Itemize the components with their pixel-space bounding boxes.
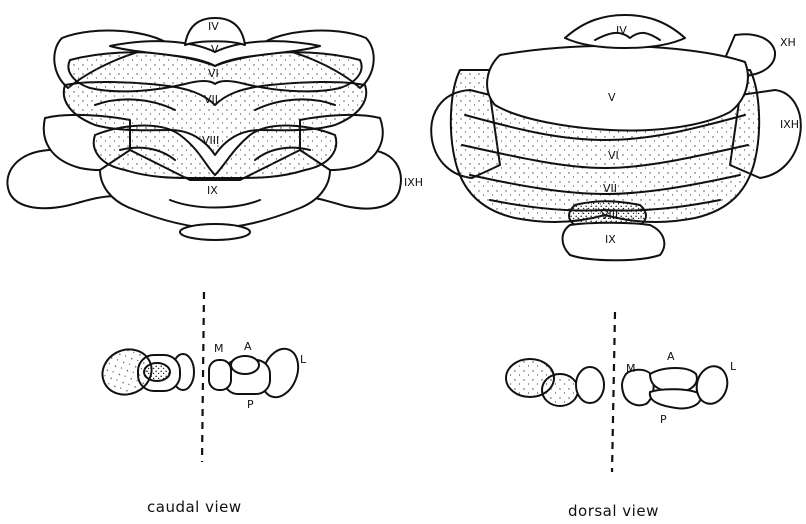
label-xh: XH [780, 36, 796, 49]
right-medial-lobe-dorsal [622, 370, 654, 406]
caudal-view-cerebellum: IV V VI VII VIII IX IXH [7, 18, 423, 240]
label-m-caudal: M [214, 342, 224, 355]
caudal-schematic: M A L P [95, 292, 307, 462]
label-v-right: V [608, 91, 616, 104]
label-p-dorsal: P [660, 413, 667, 426]
label-v-left: V [211, 43, 219, 56]
label-vii-left: VII [204, 93, 218, 106]
lobule-ix-bottom [180, 224, 250, 240]
left-lower-stippled-lobe [542, 374, 578, 406]
caption-caudal-view: caudal view [147, 498, 242, 516]
label-m-dorsal: M [626, 362, 636, 375]
label-ixh-left: IXH [404, 176, 423, 189]
label-l-dorsal: L [730, 360, 737, 373]
label-iv-right: IV [616, 24, 627, 37]
left-inner-stipple [144, 363, 170, 381]
label-iv-left: IV [208, 20, 219, 33]
label-a-dorsal: A [667, 350, 675, 363]
left-medial-lobe-dorsal [576, 367, 604, 403]
label-ix-left: IX [207, 184, 218, 197]
label-vii-right: VII [603, 182, 617, 195]
midline-dorsal [612, 312, 615, 472]
label-l-caudal: L [300, 353, 307, 366]
right-medial-lobe [209, 360, 231, 390]
label-viii-left: VIII [202, 134, 219, 147]
label-vi-right: VI [608, 149, 619, 162]
right-anterior-lobe [231, 356, 259, 374]
label-ix-right: IX [605, 233, 616, 246]
dorsal-schematic: M A L P [506, 312, 737, 472]
dorsal-view-cerebellum: IV V VI VII VIII IX XH IXH [431, 15, 801, 260]
label-viii-right: VIII [601, 209, 618, 222]
right-posterior-lobe-dorsal [650, 389, 701, 408]
lobule-v [487, 46, 748, 131]
label-ixh-right: IXH [780, 118, 799, 131]
midline-caudal [202, 292, 204, 462]
label-p-caudal: P [247, 398, 254, 411]
caption-dorsal-view: dorsal view [568, 502, 659, 520]
label-a-caudal: A [244, 340, 252, 353]
label-vi-left: VI [208, 67, 219, 80]
